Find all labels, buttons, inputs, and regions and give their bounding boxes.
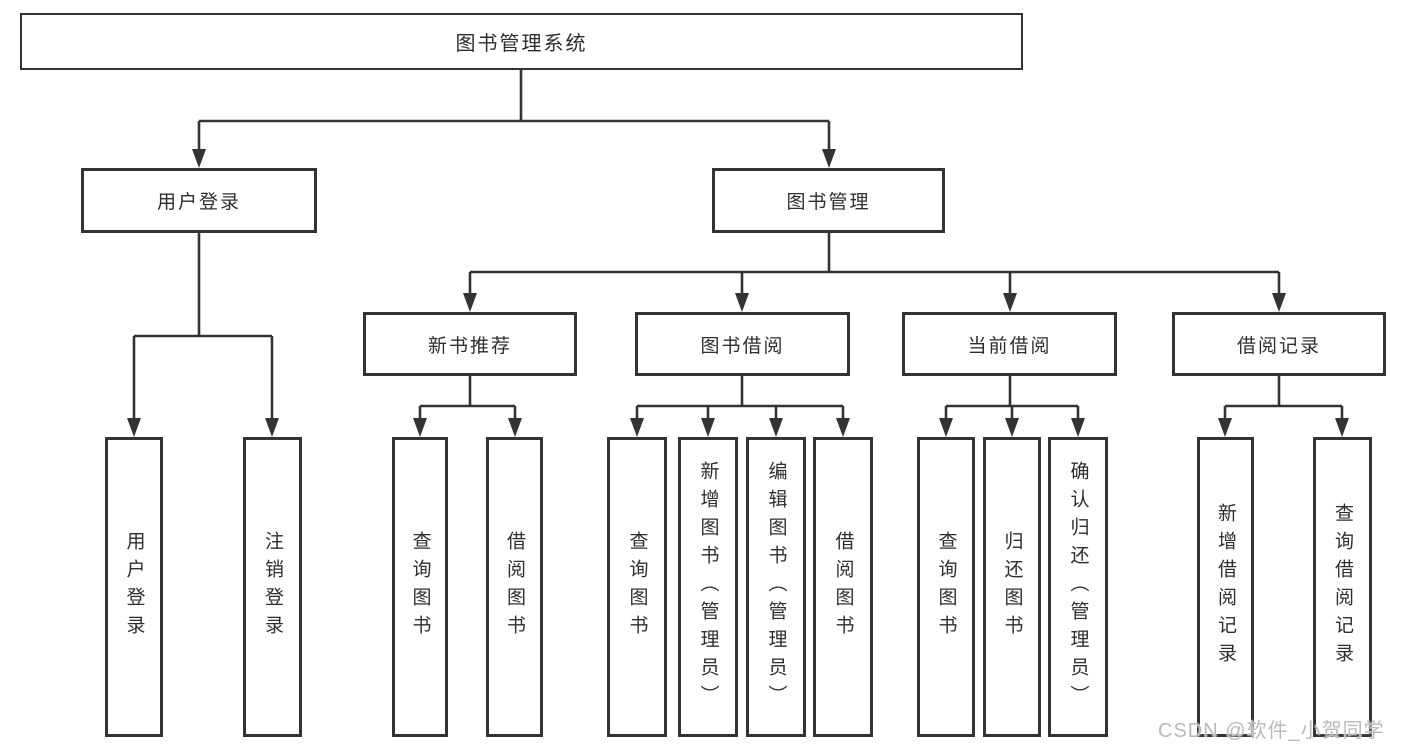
node-book-management: 图书管理 — [712, 168, 945, 233]
leaf-logout: 注销登录 — [243, 437, 302, 737]
leaf-query-books-2: 查询图书 — [607, 437, 667, 737]
leaf-user-login: 用户登录 — [105, 437, 163, 737]
node-book-borrowing-label: 图书借阅 — [700, 335, 785, 357]
node-root: 图书管理系统 — [20, 13, 1023, 70]
leaf-edit-book-admin: 编辑图书（管理员） — [746, 437, 806, 737]
watermark: CSDN @软件_小贺同学 — [1158, 720, 1385, 742]
leaf-query-borrow-record: 查询借阅记录 — [1313, 437, 1372, 737]
leaf-return-books: 归还图书 — [983, 437, 1041, 737]
node-book-borrowing: 图书借阅 — [635, 312, 850, 376]
leaf-borrow-books-2: 借阅图书 — [813, 437, 873, 737]
node-user-login-label: 用户登录 — [156, 192, 241, 213]
node-borrowing-records-label: 借阅记录 — [1236, 335, 1321, 357]
leaf-query-books-3: 查询图书 — [917, 437, 975, 737]
node-user-login: 用户登录 — [81, 168, 317, 233]
node-current-borrowing: 当前借阅 — [902, 312, 1117, 376]
node-borrowing-records: 借阅记录 — [1172, 312, 1386, 376]
leaf-borrow-books-1: 借阅图书 — [486, 437, 543, 737]
node-new-book-recommend: 新书推荐 — [363, 312, 577, 376]
node-current-borrowing-label: 当前借阅 — [967, 335, 1052, 357]
leaf-confirm-return-admin: 确认归还（管理员） — [1048, 437, 1108, 737]
leaf-query-books-1: 查询图书 — [392, 437, 448, 737]
node-new-book-recommend-label: 新书推荐 — [427, 335, 512, 357]
leaf-add-borrow-record: 新增借阅记录 — [1197, 437, 1254, 737]
leaf-add-book-admin: 新增图书（管理员） — [678, 437, 738, 737]
node-book-management-label: 图书管理 — [786, 192, 871, 213]
node-root-label: 图书管理系统 — [455, 33, 588, 55]
